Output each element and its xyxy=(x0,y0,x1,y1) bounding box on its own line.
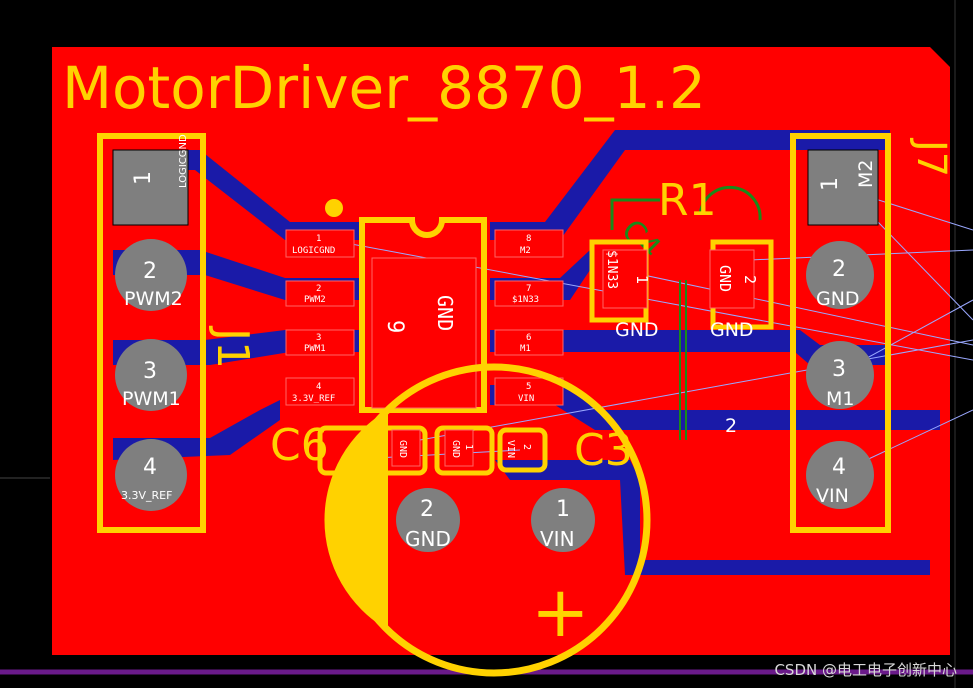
c3-pad-2-num: 2 xyxy=(420,497,434,522)
ic-pad-2[interactable] xyxy=(285,280,355,307)
j7-pad-4[interactable] xyxy=(806,441,874,509)
r1-pad-2-num: 2 xyxy=(741,275,759,284)
ic-pad-2-net: PWM2 xyxy=(304,295,326,305)
ic-center-net: GND xyxy=(433,295,457,331)
j7-pin2-net: GND xyxy=(816,288,860,310)
r1-pad-2-net: GND xyxy=(716,265,734,292)
c6-pad-1-num: 1 xyxy=(463,444,474,450)
r1-pad-1[interactable] xyxy=(602,249,648,309)
j1-pad-1[interactable] xyxy=(112,149,189,226)
ic-pad-1[interactable] xyxy=(285,229,355,258)
r1-pad-2[interactable] xyxy=(709,249,755,309)
ic-pad-7[interactable] xyxy=(494,280,564,307)
c3-pad-2[interactable] xyxy=(396,488,460,552)
ic-pad-1-num: 1 xyxy=(316,234,321,244)
r1-pad-1-net: $1N33 xyxy=(604,250,619,289)
ic-pad-3-num: 3 xyxy=(316,333,321,343)
c4-arc xyxy=(698,185,762,221)
ic-pad-2-num: 2 xyxy=(316,284,321,294)
j1-pin1-net: LOGICGND xyxy=(178,134,189,188)
pin1-marker xyxy=(325,199,343,217)
c3-designator: C3 xyxy=(574,425,633,476)
c6-designator: C6 xyxy=(270,420,329,471)
r1-pad-1-net2: GND xyxy=(615,319,659,341)
j1-pin2-net: PWM2 xyxy=(124,288,183,310)
c6-silk-right xyxy=(434,425,495,476)
j1-pin4-num: 4 xyxy=(143,455,157,480)
j7-pin1-num: 1 xyxy=(818,177,843,191)
c3-polarity-fill xyxy=(324,410,388,630)
ic-pad-6-net: M1 xyxy=(520,344,531,354)
ic-pad-8-net: M2 xyxy=(520,246,531,256)
watermark: CSDN @电工电子创新中心 xyxy=(774,661,957,679)
j1-pin3-num: 3 xyxy=(143,359,157,384)
ic-pad-8[interactable] xyxy=(494,229,564,258)
c6-pad-2[interactable] xyxy=(391,429,421,467)
j1-designator: J1 xyxy=(207,325,258,369)
r1-designator: R1 xyxy=(658,175,717,226)
j7-pin4-net: VIN xyxy=(816,485,849,507)
j1-pad-3[interactable] xyxy=(115,339,187,411)
j1-pin2-num: 2 xyxy=(143,259,157,284)
ic-pad-6[interactable] xyxy=(494,329,564,356)
connector-j1[interactable]: 1 LOGICGND 2 PWM2 3 PWM1 4 3.3V_REF J1 xyxy=(97,133,258,533)
j7-designator: J7 xyxy=(908,137,954,177)
ic-pad-4[interactable] xyxy=(285,377,355,406)
j7-pad-1[interactable] xyxy=(807,149,879,226)
c3-pad-1[interactable] xyxy=(531,488,595,552)
ic-pad-7-net: $1N33 xyxy=(512,295,539,305)
c-hidden-label: 2 xyxy=(725,415,737,437)
ic-pad-8-num: 8 xyxy=(526,234,531,244)
ic-pad-1-net: LOGICGND xyxy=(292,246,335,256)
r1-pad-2-net2: GND xyxy=(710,319,754,341)
j7-pin1-net: M2 xyxy=(855,160,877,188)
j7-pad-3[interactable] xyxy=(806,341,874,409)
ic-pad-5-net: VIN xyxy=(518,394,534,404)
c6-pad-1-net: GND xyxy=(450,440,461,458)
ic-center-pin: 9 xyxy=(382,320,407,333)
j7-pin3-num: 3 xyxy=(832,357,846,382)
j7-pin2-num: 2 xyxy=(832,257,846,282)
j1-pad-4[interactable] xyxy=(115,439,187,511)
ic-pad-4-num: 4 xyxy=(316,382,321,392)
c6-pad-1[interactable] xyxy=(444,429,474,467)
j7-pin3-net: M1 xyxy=(826,388,854,410)
c3-plus-sign: + xyxy=(531,571,590,653)
r1-pad-1-num: 1 xyxy=(633,275,651,284)
board-title: MotorDriver_8870_1.2 xyxy=(62,54,706,122)
ic-pad-3-net: PWM1 xyxy=(304,344,326,354)
c3-pad-1-num: 1 xyxy=(556,497,570,522)
j1-pin4-net: 3.3V_REF xyxy=(121,489,172,502)
c3-pad-1-net: VIN xyxy=(540,527,575,551)
j1-outline xyxy=(97,133,206,533)
j1-pad-2[interactable] xyxy=(115,239,187,311)
c3-silk-circle xyxy=(337,363,651,677)
c6-pad-2-net: GND xyxy=(397,440,408,458)
capacitor-c3[interactable]: VIN 2 2 GND 1 VIN + C3 xyxy=(324,363,651,677)
j1-pin3-net: PWM1 xyxy=(122,388,181,410)
ic-pad-5[interactable] xyxy=(494,377,564,406)
c4-silk xyxy=(610,198,660,230)
connector-j7[interactable]: 1 M2 2 GND 3 M1 4 VIN J7 xyxy=(790,133,954,533)
j7-pad-2[interactable] xyxy=(806,241,874,309)
ic-pad-3[interactable] xyxy=(285,329,355,356)
capacitor-c6[interactable]: C6 GND GND 1 xyxy=(270,420,495,476)
ic-pad-4-net: 3.3V_REF xyxy=(292,394,335,404)
c3-smd-silk xyxy=(497,427,548,473)
c3-pad-2-net: GND xyxy=(405,527,451,551)
c3-smd-pad2-num: 2 xyxy=(521,444,532,450)
j7-outline xyxy=(790,133,891,533)
resistor-r1[interactable]: C4 R1 1 $1N33 GND 2 GND GND 2 xyxy=(589,175,774,440)
c3-smd-pad2-net: VIN xyxy=(505,440,516,458)
ic-pad-7-num: 7 xyxy=(526,284,531,294)
ic-pad-6-num: 6 xyxy=(526,333,531,343)
j1-pin1-num: 1 xyxy=(131,171,156,185)
ic-silk-outline xyxy=(359,217,487,413)
ic-pad-5-num: 5 xyxy=(526,382,531,392)
j7-pin4-num: 4 xyxy=(832,455,846,480)
